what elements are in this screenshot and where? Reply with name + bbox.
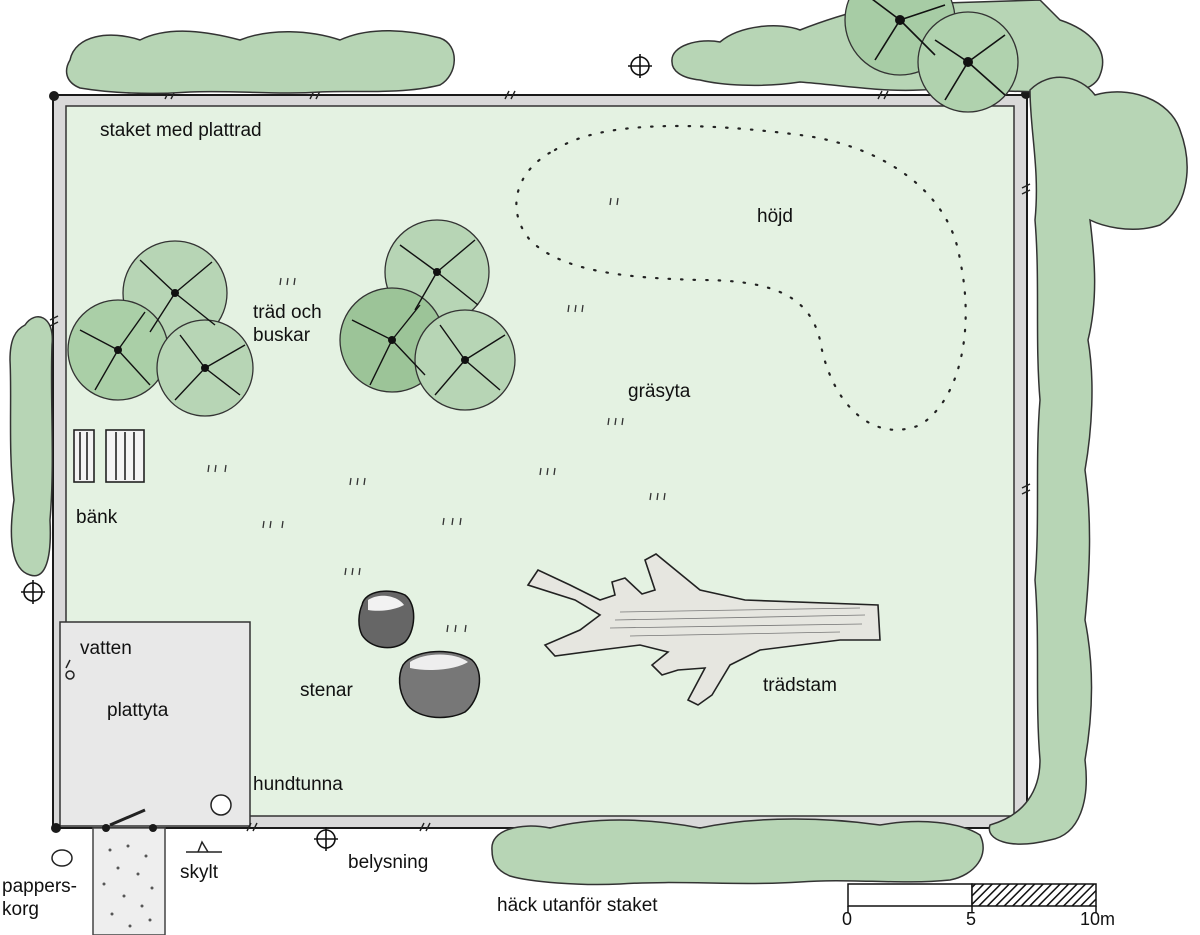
sign-icon — [186, 840, 222, 853]
grass-tufts — [207, 197, 666, 633]
hedge-right — [988, 76, 1188, 845]
label-water: vatten — [80, 638, 132, 659]
label-waste-line2: korg — [2, 898, 39, 920]
scale-tick-10m: 10m — [1080, 909, 1116, 929]
lamp-symbol-icon — [21, 54, 652, 851]
waste-bin-icon — [51, 849, 73, 867]
tree-cluster-middle — [339, 219, 516, 411]
scale-tick-0: 0 — [842, 909, 853, 929]
label-fence: staket med plattrad — [100, 120, 262, 141]
hedge-top-left — [65, 30, 455, 95]
tree-cluster-left — [67, 240, 254, 417]
scale-bar — [847, 883, 1097, 913]
label-height: höjd — [757, 206, 793, 227]
entrance-path — [92, 827, 166, 935]
hedge-bottom — [491, 818, 984, 886]
corner-trees — [844, 0, 1019, 113]
stone-icon — [358, 590, 481, 719]
bench-icon — [73, 429, 145, 483]
label-bench: bänk — [76, 507, 118, 528]
label-waste-line1: pappers- — [2, 876, 77, 897]
label-hedge: häck utanför staket — [497, 895, 658, 916]
scale-tick-5: 5 — [966, 909, 977, 929]
label-dog-bin: hundtunna — [253, 774, 343, 795]
dog-bin-icon — [210, 794, 232, 816]
height-contour — [515, 124, 967, 431]
tree-trunk-grain — [609, 607, 866, 637]
label-trunk: trädstam — [763, 675, 837, 696]
label-paving: plattyta — [107, 700, 169, 721]
tree-trunk-icon — [526, 553, 881, 706]
water-tap-icon — [65, 659, 75, 680]
label-trees-line2: buskar — [253, 324, 311, 346]
label-sign: skylt — [180, 862, 218, 883]
label-stones: stenar — [300, 680, 353, 701]
label-lawn: gräsyta — [628, 381, 691, 402]
label-trees-line1: träd och — [253, 302, 322, 323]
label-waste-bin: pappers- korg — [2, 876, 77, 922]
label-trees: träd och buskar — [253, 302, 322, 348]
paving-area — [59, 621, 251, 827]
gate-icon — [109, 808, 146, 827]
hedge-left — [9, 316, 54, 577]
label-lighting: belysning — [348, 852, 429, 873]
